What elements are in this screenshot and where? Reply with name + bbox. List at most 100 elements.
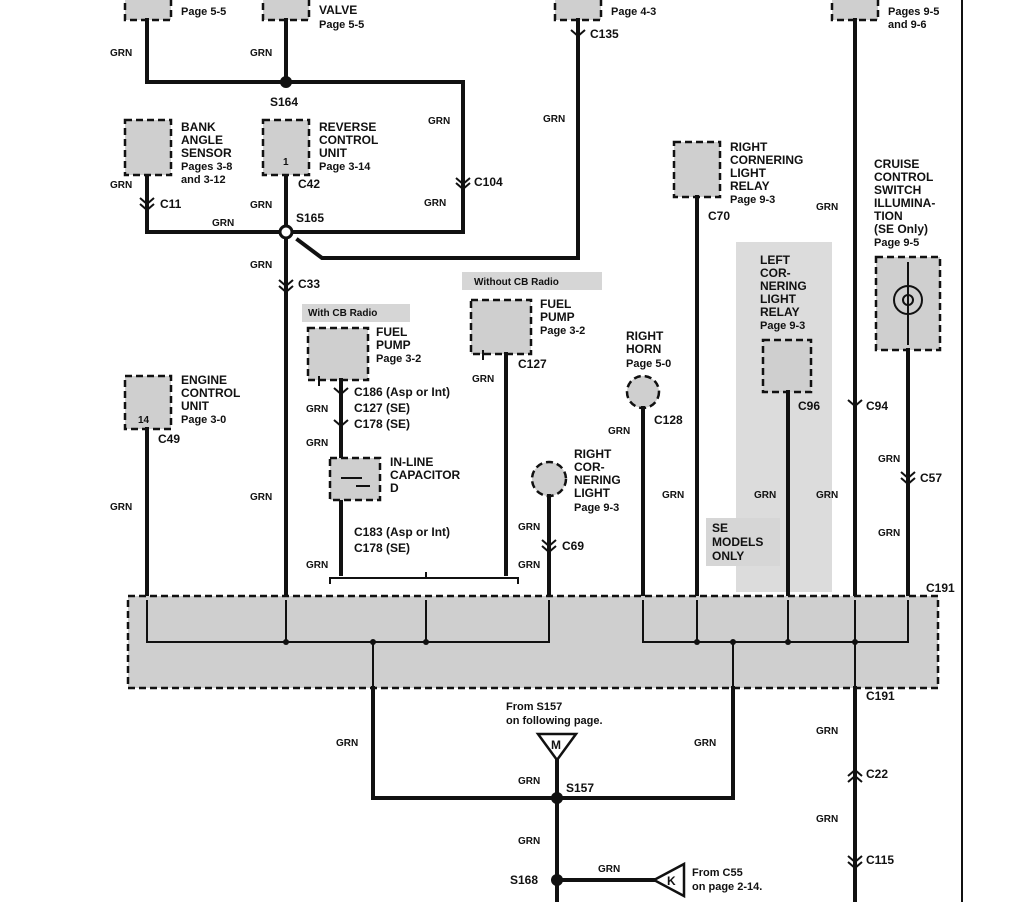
lcl-relay-label-3: NERING [760, 279, 807, 293]
conn-c178b: C178 (SE) [354, 541, 410, 555]
conn-c33: C33 [298, 277, 320, 291]
conn-c11: C11 [160, 197, 182, 211]
from-s157-1: From S157 [506, 701, 562, 713]
rcl-relay-label-4: RELAY [730, 179, 770, 193]
conn-c70: C70 [708, 209, 730, 223]
conn-mark-c11 [139, 197, 155, 212]
top-mid-page: Page 4-3 [611, 6, 656, 18]
solenoid-valve-component [261, 0, 311, 22]
ecu-label-1: ENGINE [181, 373, 227, 387]
grn-23: GRN [518, 522, 540, 533]
capacitor-label-2: CAPACITOR [390, 468, 461, 482]
conn-c96: C96 [798, 399, 820, 413]
conn-c127: C127 [518, 357, 547, 371]
conn-c127se: C127 (SE) [354, 401, 410, 415]
grn-16: GRN [306, 404, 328, 415]
bank-angle-sensor [123, 118, 173, 177]
conn-c183: C183 (Asp or Int) [354, 525, 450, 539]
ref-k-label: K [667, 874, 676, 888]
conn-c57: C57 [920, 471, 942, 485]
rcl-relay-label-1: RIGHT [730, 140, 768, 154]
conn-mark-c115 [847, 855, 863, 870]
fuel-pump-with-cb [306, 326, 370, 382]
capacitor-label-3: D [390, 481, 399, 495]
fuel-pump-nocb-label-1: FUEL [540, 297, 571, 311]
from-c55-1: From C55 [692, 867, 743, 879]
top-left-page: Page 5-5 [181, 6, 226, 18]
grn-30: GRN [816, 726, 838, 737]
cruise-label-6: (SE Only) [874, 222, 928, 236]
grn-14: GRN [816, 490, 838, 501]
solenoid-valve-page: Page 5-5 [319, 19, 364, 31]
without-cb-tag: Without CB Radio [474, 277, 559, 288]
grn-3: GRN [428, 116, 450, 127]
grn-19: GRN [608, 426, 630, 437]
right-horn-label-2: HORN [626, 342, 661, 356]
conn-c191-top: C191 [926, 581, 955, 595]
splice-s165-label: S165 [296, 211, 324, 225]
bank-angle-label-2: ANGLE [181, 133, 223, 147]
conn-c94: C94 [866, 399, 888, 413]
lcl-relay-page: Page 9-3 [760, 320, 805, 332]
splice-s164 [280, 76, 292, 88]
fuel-pump-nocb-page: Page 3-2 [540, 325, 585, 337]
from-s157-2: on following page. [506, 715, 603, 727]
right-cornering-light [530, 460, 568, 498]
grn-4: GRN [543, 114, 565, 125]
se-models-line-2: MODELS [712, 535, 763, 549]
right-horn-label-1: RIGHT [626, 329, 664, 343]
grn-7: GRN [212, 218, 234, 229]
rcl-relay-label-2: CORNERING [730, 153, 803, 167]
wire-top-loop [145, 18, 465, 234]
top-right-component [830, 0, 880, 22]
grn-17: GRN [306, 438, 328, 449]
ecu-pin: 14 [138, 415, 150, 426]
conn-mark-c69 [541, 539, 557, 554]
junction-internal-wiring [146, 600, 909, 686]
lcl-relay-label-2: COR- [760, 266, 791, 280]
splice-s157 [551, 792, 563, 804]
grn-28: GRN [518, 836, 540, 847]
fuel-pump-bracket [329, 572, 519, 584]
splice-s168 [551, 874, 563, 886]
reverse-control-unit [261, 118, 311, 177]
reverse-label-2: CONTROL [319, 133, 378, 147]
splice-s164-label: S164 [270, 95, 298, 109]
reverse-label-3: UNIT [319, 146, 348, 160]
right-horn-page: Page 5-0 [626, 358, 671, 370]
ecu-label-3: UNIT [181, 399, 210, 413]
rcl-label-3: NERING [574, 473, 621, 487]
rcl-label-4: LIGHT [574, 486, 611, 500]
bank-angle-page-1: Pages 3-8 [181, 161, 232, 173]
reverse-label-1: REVERSE [319, 120, 376, 134]
conn-mark-c186 [333, 387, 349, 428]
grn-8: GRN [424, 198, 446, 209]
grn-25: GRN [336, 738, 358, 749]
right-cornering-light-relay [672, 140, 722, 199]
rcl-relay-page: Page 9-3 [730, 194, 775, 206]
left-cornering-light-relay [761, 338, 813, 394]
right-horn [625, 374, 661, 410]
cruise-page: Page 9-5 [874, 237, 919, 249]
splice-s157-label: S157 [566, 781, 594, 795]
grn-18: GRN [306, 560, 328, 571]
cruise-label-2: CONTROL [874, 170, 933, 184]
fuel-pump-nocb-label-2: PUMP [540, 310, 575, 324]
grn-5: GRN [110, 180, 132, 191]
conn-mark-c57 [900, 471, 916, 486]
solenoid-valve-label: VALVE [319, 3, 357, 17]
conn-mark-c33 [278, 279, 294, 294]
top-right-page-2: and 9-6 [888, 19, 927, 31]
grn-20: GRN [662, 490, 684, 501]
grn-2: GRN [250, 48, 272, 59]
grn-9: GRN [250, 260, 272, 271]
ref-m-label: M [551, 738, 561, 752]
bank-angle-label-1: BANK [181, 120, 216, 134]
conn-mark-c135 [570, 29, 586, 38]
conn-mark-c104 [455, 177, 471, 191]
se-models-line-3: ONLY [712, 549, 744, 563]
splice-s168-label: S168 [510, 873, 538, 887]
engine-control-unit [123, 374, 173, 431]
grn-27: GRN [518, 776, 540, 787]
fuel-pump-without-cb [469, 298, 533, 356]
